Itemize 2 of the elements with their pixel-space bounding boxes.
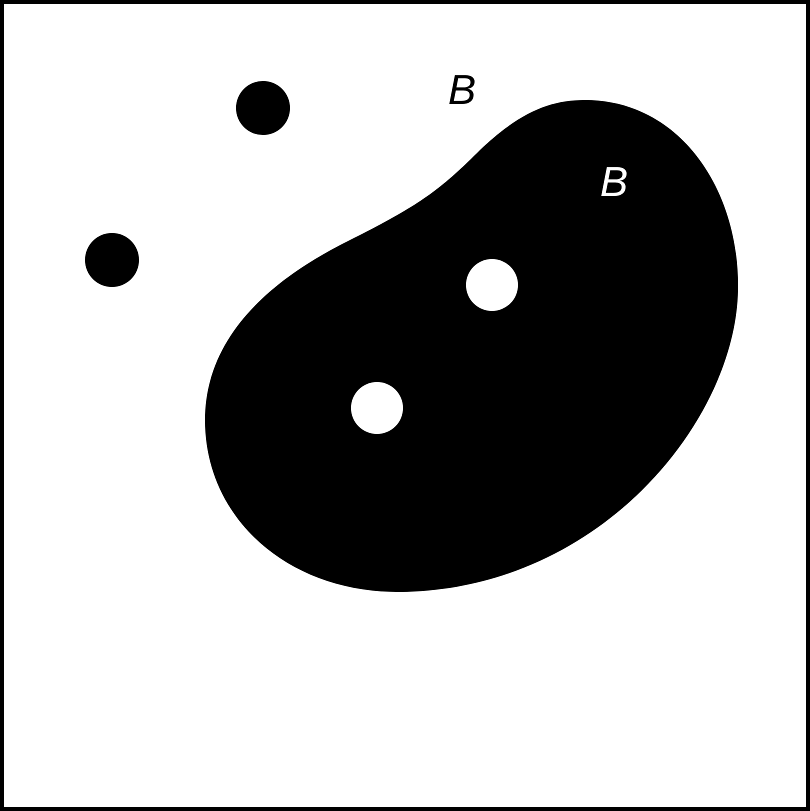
set-label: B [448,69,476,111]
set-label: B [600,161,628,203]
